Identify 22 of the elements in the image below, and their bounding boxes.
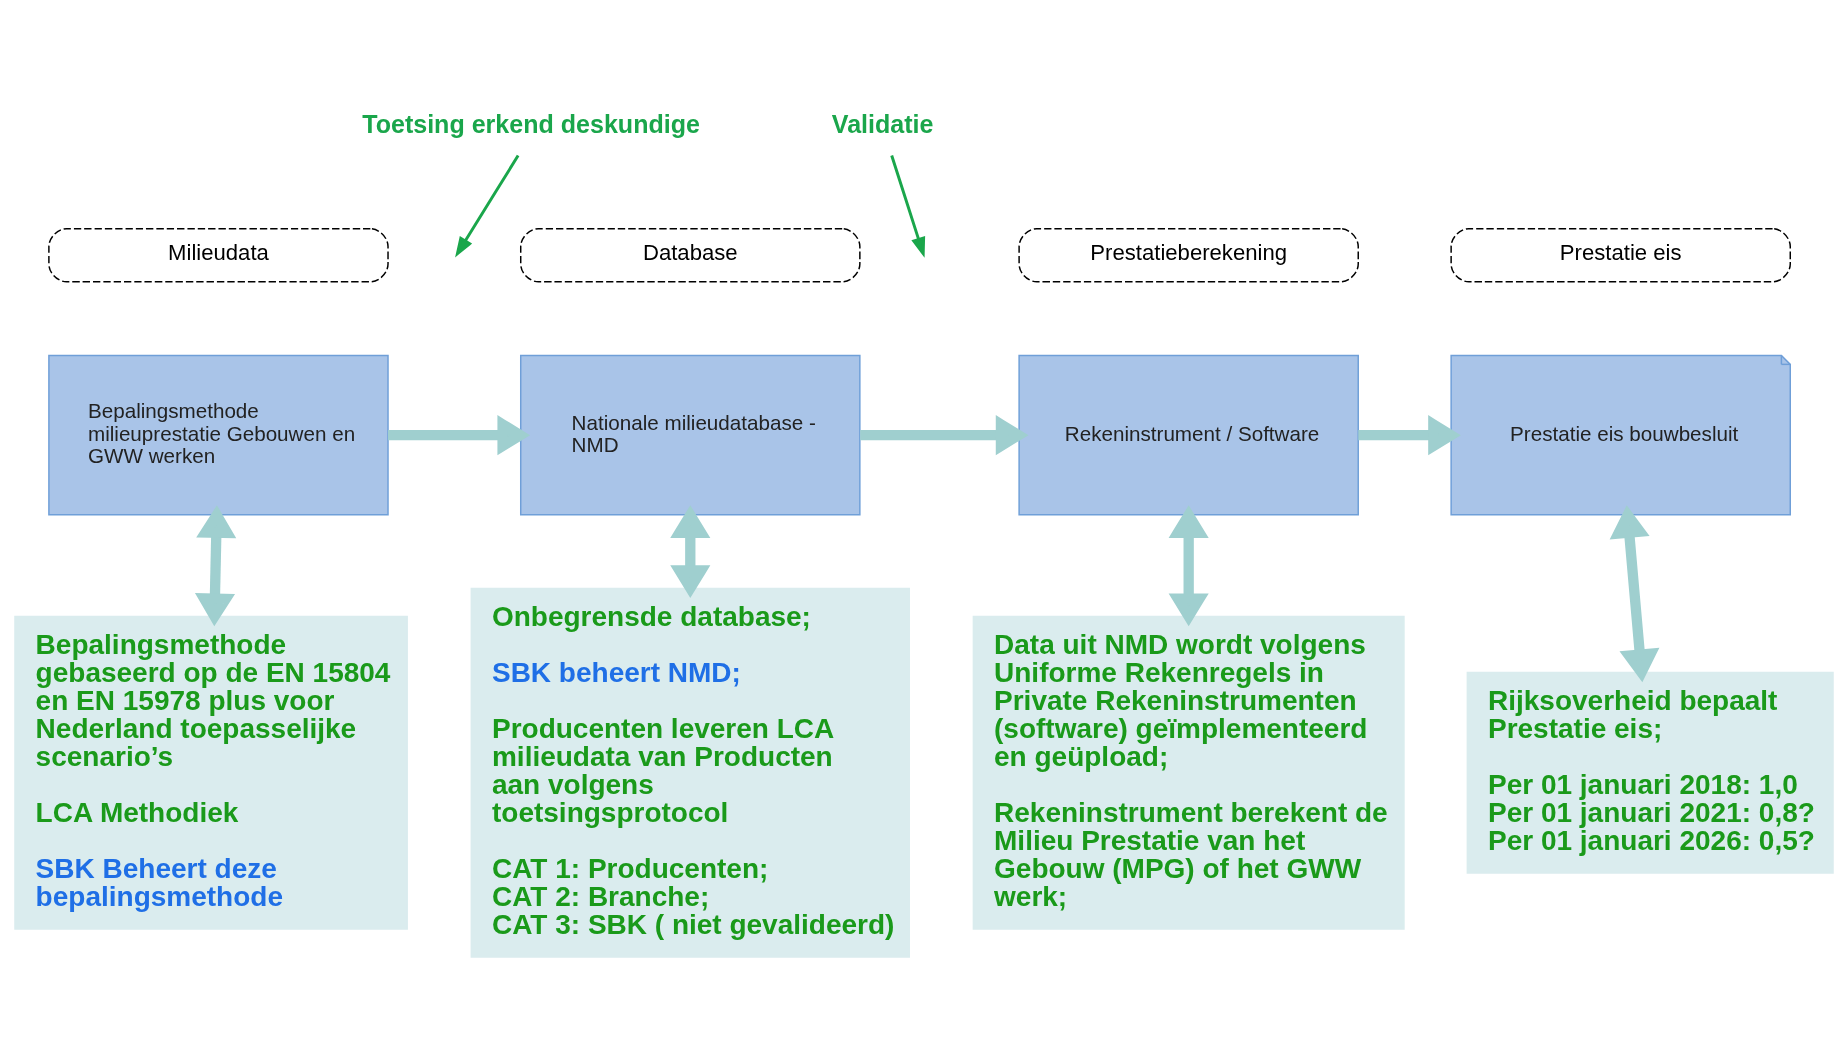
arrow — [1609, 505, 1659, 683]
node-box: Bepalingsmethode gebaseerd op de EN 15804 en EN 15978 plus voor Nederland toepasselijke scenario’s LCA Methodiek SBK Beheert deze bepalingsmethode — [13, 615, 408, 930]
arrow — [387, 415, 530, 456]
node-box: Rijksoverheid bepaalt Prestatie eis; Per 01 januari 2018: 1,0 Per 01 januari 2021: 0,8? Per 01 januari 2026: 0,5? — [1466, 671, 1834, 874]
arrow — [454, 154, 519, 258]
arrow — [859, 415, 1028, 456]
node-box: Nationale milieudatabase - NMD — [519, 354, 861, 516]
node-text: Validatie — [831, 110, 933, 139]
arrow — [1357, 415, 1461, 456]
node-box: Prestatie eis — [1449, 227, 1791, 283]
arrow — [669, 505, 710, 598]
arrow — [1168, 505, 1209, 627]
node-box: Prestatieberekening — [1017, 227, 1359, 283]
arrow — [194, 505, 236, 627]
node-box: Rekeninstrument / Software — [1017, 354, 1359, 516]
node-box: Onbegrensde database; SBK beheert NMD; Producenten leveren LCA milieudata van Producten aan volgens toetsingsprotocol CAT 1: Producenten; CAT 2: Branche; CAT 3: SBK ( niet gevalideerd) — [470, 587, 910, 958]
node-box: Database — [519, 227, 861, 283]
node-box: Milieudata — [47, 227, 389, 283]
node-box: Bepalingsmethode milieuprestatie Gebouwen en GWW werken — [47, 354, 389, 516]
arrow — [889, 155, 925, 258]
node-box: Data uit NMD wordt volgens Uniforme Rekenregels in Private Rekeninstrumenten (software) geïmplementeerd en geüpload; Rekeninstrument berekent de Milieu Prestatie van het Gebouw (MPG) of het GWW werk; — [972, 615, 1405, 930]
node-text: Toetsing erkend deskundige — [361, 110, 700, 139]
